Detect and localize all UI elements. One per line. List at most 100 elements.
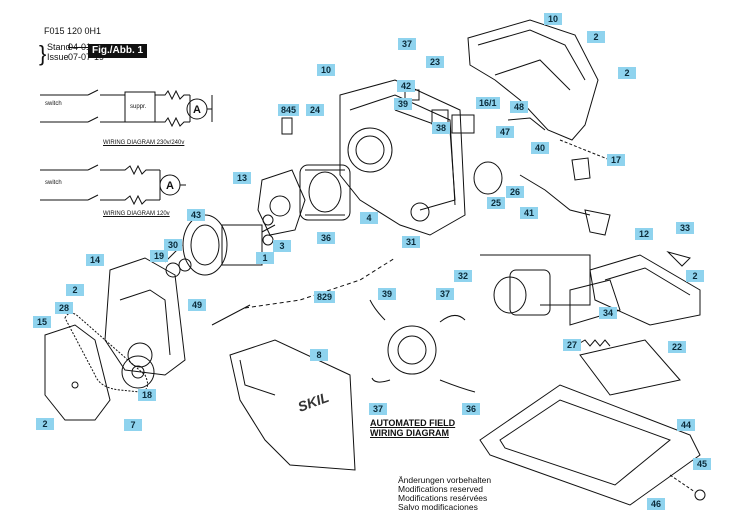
switch-label-1: switch [45,101,62,107]
suppressor-label: suppr. [130,104,147,110]
side-cover [589,254,701,326]
callout: 7 [124,419,142,431]
wiring-diagram-230-label: WIRING DIAGRAM 230v/240v [103,140,185,146]
callout: 43 [187,209,205,221]
callout: 26 [506,186,524,198]
part-33 [666,251,691,267]
drive-roller [473,161,503,195]
power-cord [519,174,591,216]
callout: 2 [686,270,704,282]
gear-30 [165,262,181,278]
callout: 49 [188,299,206,311]
motor-field [299,164,351,221]
callout: 2 [587,31,605,43]
bearing-plate [257,169,306,236]
housing-top-cover [467,19,611,161]
old-date: 04-01 [68,42,92,52]
callout: 2 [66,284,84,296]
callout: 38 [432,122,450,134]
callout: 22 [668,341,686,353]
part-845 [281,117,293,135]
callout: 12 [635,228,653,240]
callout: 14 [86,254,104,266]
callout: 10 [544,13,562,25]
callout: 40 [531,142,549,154]
callout: 10 [317,64,335,76]
automated-field-title-line2: WIRING DIAGRAM [370,428,449,438]
callout: 37 [436,288,454,300]
automated-field-title: AUTOMATED FIELD WIRING DIAGRAM [370,418,455,438]
callout: 37 [369,403,387,415]
callout: 47 [496,126,514,138]
callout: 33 [676,222,694,234]
new-date: 07-07-19 [68,52,105,62]
shaft-leader [244,257,396,309]
callout: 30 [164,239,182,251]
callout: 18 [138,389,156,401]
drive-gear [121,355,155,389]
callout: 36 [317,232,335,244]
callout: 36 [462,403,480,415]
notice-line-fr: Modifications resérvées [398,493,488,503]
screw-45 [694,489,706,501]
bearing-1 [262,234,274,246]
callout: 829 [314,291,336,303]
motor-symbol-2: A [166,180,174,192]
belt-cover [44,324,111,421]
notice-line-es: Salvo modificaciones [398,502,478,512]
sanding-frame [479,384,701,506]
callout: 39 [378,288,396,300]
shaft [211,304,251,326]
callout: 1 [256,252,274,264]
plug [584,209,611,236]
toothed-belt [64,312,149,393]
modifications-notice: Änderungen vorbehalten Modifications res… [398,476,491,512]
callout: 8 [310,349,328,361]
brace-symbol: } [39,41,47,66]
callout: 2 [618,67,636,79]
notice-line-en: Modifications reserved [398,484,484,494]
callout: 2 [36,418,54,430]
automated-field-coil [369,299,476,393]
callout: 28 [55,302,73,314]
callout: 3 [273,240,291,252]
callout: 45 [693,458,711,470]
stand-label: Stand [47,42,71,52]
callout: 13 [233,172,251,184]
switch [451,114,475,134]
callout: 32 [454,270,472,282]
callout: 17 [607,154,625,166]
callout: 41 [520,207,538,219]
screw-leader [669,474,696,493]
callout: 15 [33,316,51,328]
bracket-assembly [480,254,621,326]
callout: 16/1 [476,97,500,109]
callout: 845 [278,104,300,116]
platen-plate [579,339,681,396]
callout: 39 [394,98,412,110]
callout: 37 [398,38,416,50]
issue-label: Issue [47,52,69,62]
notice-line-de: Änderungen vorbehalten [398,475,492,485]
callout: 4 [360,212,378,224]
callout: 24 [306,104,324,116]
callout: 27 [563,339,581,351]
brand-logo: SKIL [296,389,331,415]
callout: 42 [397,80,415,92]
switch-label-2: switch [45,180,62,186]
callout: 44 [677,419,695,431]
figure-badge: Fig./Abb. 1 [88,44,148,58]
callout: 48 [510,101,528,113]
motor-symbol-1: A [193,104,201,116]
callout: 23 [426,56,444,68]
callout: 19 [150,250,168,262]
wiring-diagram-120 [40,164,186,206]
wiring-diagram-230 [40,89,213,128]
part-17 [571,157,591,181]
wiring-diagram-120-label: WIRING DIAGRAM 120v [103,211,170,217]
part-47 [507,117,546,131]
callout: 34 [599,307,617,319]
callout: 25 [487,197,505,209]
